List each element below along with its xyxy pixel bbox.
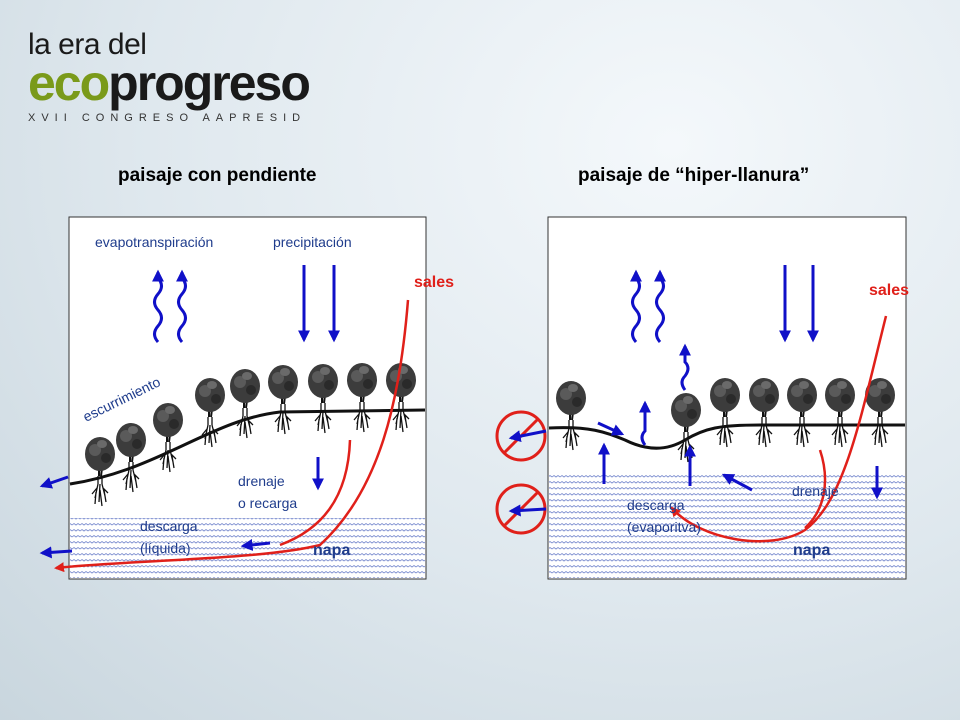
right-ground-line [548,423,905,450]
left-ground-line [69,408,426,486]
label-napa-right: napa [793,542,830,559]
left-panel-title: paisaje con pendiente [118,165,317,186]
label-evapotranspiracion: evapotranspiración [95,234,213,250]
logo-line2: ecoprogreso [28,58,311,108]
evaporation-arrow [654,269,666,343]
label-drenaje-right: drenaje [792,483,839,499]
label-liquida: (líquida) [140,540,191,556]
label-drenaje: drenaje [238,473,285,489]
logo-eco: eco [28,55,110,111]
logo: la era del ecoprogreso XVII CONGRESO AAP… [28,28,311,124]
blocked-runoff-icon [495,410,547,462]
salt-flow-curve [670,315,888,543]
blocked-discharge-icon [495,483,547,535]
salt-flow-curve [54,299,410,573]
label-descarga-right: descarga [627,497,685,513]
discharge-out-arrow [39,546,73,559]
discharge-arrow [240,538,271,551]
left-panel: evapotranspiración precipitación sales e… [39,216,454,580]
right-panel: sales drenaje descarga (evaporitva) napa [495,216,909,580]
evapotranspiration-arrow [152,269,164,343]
salt-flow-curve-inner [279,439,352,547]
right-panel-title: paisaje de “hiper-llanura” [578,165,810,186]
logo-subtitle: XVII CONGRESO AAPRESID [28,111,307,124]
label-o-recarga: o recarga [238,495,297,511]
logo-line1: la era del [28,28,147,61]
left-water-table [70,518,425,578]
discharge-diag-arrow [721,473,753,492]
evaporation-arrow-small [639,400,651,446]
evaporation-arrow [630,269,642,343]
runoff-arrow [597,421,625,436]
runoff-out-arrow [39,475,69,489]
label-napa-left: napa [313,542,350,559]
label-descarga-left: descarga [140,518,198,534]
evapotranspiration-arrow [176,269,188,343]
label-sales-left: sales [414,274,454,291]
label-sales-right: sales [869,282,909,299]
evaporation-arrow-small [679,343,691,391]
salt-flow-curve-inner [804,449,827,529]
right-water-table [549,474,905,578]
label-precipitacion: precipitación [273,234,352,250]
label-evaporitva: (evaporitva) [627,519,701,535]
logo-progreso: progreso [108,55,311,111]
